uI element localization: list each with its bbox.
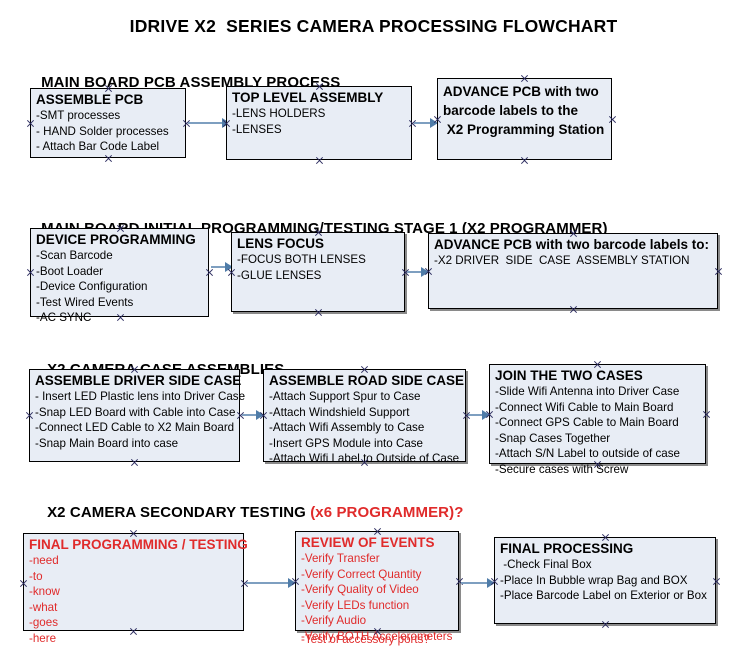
connector-shaft [246,582,289,584]
connector-shaft [188,122,223,124]
node-line: -Verify Audio [301,614,367,627]
node-line: -Attach Wifi Assembly to Case [269,421,425,434]
node-line: -Snap Main Board into case [35,436,179,450]
node-line: -Verify Transfer [301,552,380,565]
node-line: -Scan Barcode [36,249,113,262]
node-title: JOIN THE TWO CASES [495,368,643,383]
node-line: -Attach Support Spur to Case [269,390,421,403]
node-line: -X2 DRIVER SIDE CASE ASSEMBLY STATION [434,254,690,267]
connector-arrow [188,118,230,128]
node-line: -need [29,554,59,567]
node-line: -Verify Quality of Video [301,583,419,596]
node-title: ADVANCE PCB with two barcode labels to: [434,237,710,252]
node-lens-focus[interactable]: LENS FOCUS -FOCUS BOTH LENSES -GLUE LENS… [231,232,405,312]
node-assemble-road-side-case[interactable]: ASSEMBLE ROAD SIDE CASE -Attach Support … [263,369,466,465]
node-line: -to [29,569,43,583]
node-line: -Verify LEDs function [301,598,410,612]
node-line: -GLUE LENSES [237,268,322,282]
node-line: -Verify Correct Quantity [301,567,422,581]
node-line: -LENSES [232,122,282,136]
node-line: -Check Final Box [500,558,592,571]
node-line: -Attach S/N Label to outside of case [495,447,680,460]
node-title: ADVANCE PCB with two barcode labels to t… [443,84,605,137]
node-line: -SMT processes [36,109,121,122]
node-line: - Insert LED Plastic lens into Driver Ca… [35,390,246,403]
node-line: -Test Wired Events [36,295,134,309]
connector-shaft [468,414,483,416]
node-line: -Attach Wifi Label to Outside of Case [269,452,460,465]
node-line: -Place In Bubble wrap Bag and BOX [500,573,688,587]
node-title: ASSEMBLE ROAD SIDE CASE [269,373,465,388]
node-title: FINAL PROCESSING [500,541,634,556]
node-title: ASSEMBLE PCB [36,92,144,107]
node-line: -Slide Wifi Antenna into Driver Case [495,385,680,398]
node-line: -Insert GPS Module into Case [269,436,424,450]
node-top-level-assembly[interactable]: TOP LEVEL ASSEMBLY -LENS HOLDERS -LENSES [226,86,412,160]
connector-shaft [461,582,488,584]
connector-arrow [414,118,438,128]
node-title: FINAL PROGRAMMING / TESTING [29,537,248,552]
connector-shaft [414,122,431,124]
node-line: -LENS HOLDERS [232,107,326,120]
node-line: -Boot Loader [36,264,104,278]
node-title: LENS FOCUS [237,236,325,251]
node-advance-pcb-to-x2-programming-station[interactable]: ADVANCE PCB with two barcode labels to t… [437,78,612,160]
section-heading-x2-camera-secondary-testing: X2 CAMERA SECONDARY TESTING (x6 PROGRAMM… [30,487,463,538]
section-heading-accent: (x6 PROGRAMMER)? [310,504,464,521]
node-line: -what [29,600,58,614]
node-line: -Connect GPS Cable to Main Board [495,416,679,429]
node-line: -Verify BOTH Accelerometers [301,629,453,643]
node-assemble-pcb[interactable]: ASSEMBLE PCB -SMT processes - HAND Solde… [30,88,186,158]
connector-arrow [246,578,296,588]
node-line: - Attach Bar Code Label [36,140,160,153]
node-overflow-line: -Test of accessory ports? [301,633,430,646]
node-line: -Secure cases with Screw [495,462,629,476]
connector-arrow [468,410,490,420]
node-title: DEVICE PROGRAMMING [36,232,196,247]
node-line: -Snap Cases Together [495,431,611,445]
node-title: TOP LEVEL ASSEMBLY [232,90,384,105]
node-assemble-driver-side-case[interactable]: ASSEMBLE DRIVER SIDE CASE - Insert LED P… [29,369,246,462]
node-review-of-events[interactable]: REVIEW OF EVENTS -Verify Transfer -Verif… [295,531,459,646]
connector-arrow [461,578,495,588]
node-line: -Connect Wifi Cable to Main Board [495,400,674,414]
section-heading-text: X2 CAMERA SECONDARY TESTING [47,504,311,521]
node-line: -know [29,585,60,598]
connector-shaft [242,414,257,416]
connector-arrow [407,267,429,277]
node-line: - HAND Solder processes [36,124,169,138]
node-line: -goes [29,616,59,629]
node-line: -FOCUS BOTH LENSES [237,253,366,266]
node-device-programming[interactable]: DEVICE PROGRAMMING -Scan Barcode -Boot L… [30,228,209,324]
node-line: -Snap LED Board with Cable into Case [35,405,236,419]
node-join-the-two-cases[interactable]: JOIN THE TWO CASES -Slide Wifi Antenna i… [489,364,706,476]
node-title: REVIEW OF EVENTS [301,535,435,550]
node-final-programming-testing[interactable]: FINAL PROGRAMMING / TESTING -need -to -k… [23,533,248,645]
node-line: -Connect LED Cable to X2 Main Board [35,421,235,434]
node-line: -Attach Windshield Support [269,405,410,419]
connector-shaft [407,271,422,273]
node-line: -AC SYNC [36,311,92,324]
connector-shaft [211,266,226,268]
connector-arrow [242,410,264,420]
node-title: ASSEMBLE DRIVER SIDE CASE [35,373,242,388]
connector-arrow [211,262,233,272]
page-title: IDRIVE X2 SERIES CAMERA PROCESSING FLOWC… [129,16,618,36]
node-final-processing[interactable]: FINAL PROCESSING -Check Final Box -Place… [494,537,716,624]
node-line: -Device Configuration [36,280,148,293]
node-line: -Place Barcode Label on Exterior or Box [500,589,707,602]
node-advance-pcb-to-driver-side-case-station[interactable]: ADVANCE PCB with two barcode labels to: … [428,233,718,309]
node-line: -here [29,631,57,645]
